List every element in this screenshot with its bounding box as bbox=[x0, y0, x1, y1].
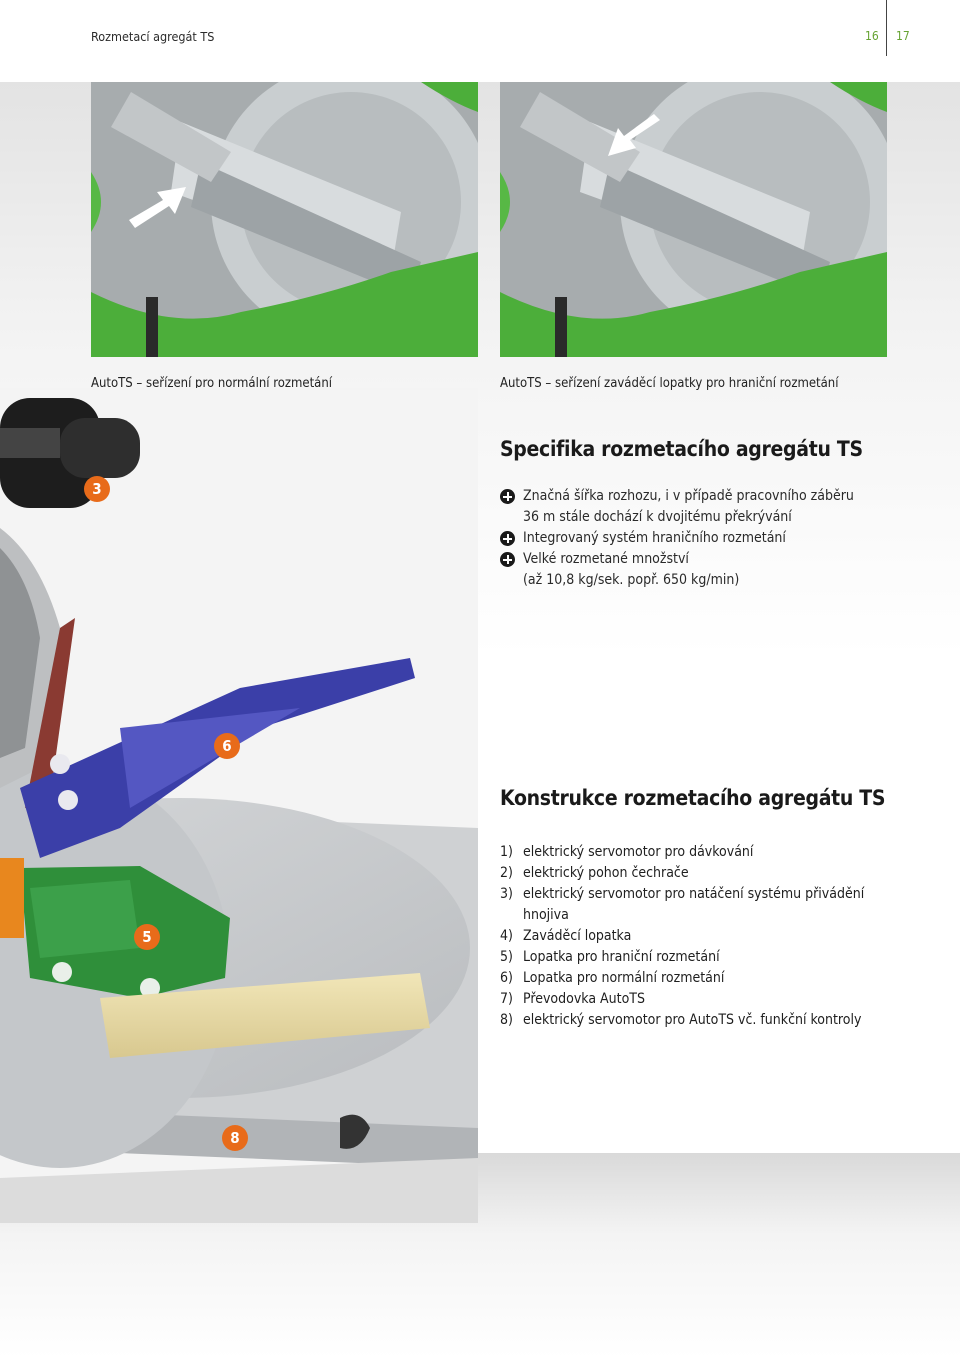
feature-item: Velké rozmetané množství (až 10,8 kg/sek… bbox=[500, 549, 920, 591]
callout-marker-5: 5 bbox=[134, 924, 160, 950]
part-item: 2)elektrický pohon čechrače bbox=[500, 865, 689, 881]
callout-marker-3: 3 bbox=[84, 476, 110, 502]
photo-caption-left: AutoTS – seřízení pro normální rozmetání bbox=[91, 376, 333, 391]
callout-marker-6: 6 bbox=[214, 733, 240, 759]
feature-item: Značná šířka rozhozu, i v případě pracov… bbox=[500, 486, 920, 528]
construction-heading: Konstrukce rozmetacího agregátu TS bbox=[500, 786, 886, 810]
plus-circle-icon bbox=[500, 531, 515, 546]
callout-marker-8: 8 bbox=[222, 1125, 248, 1151]
photo-boundary-spreading bbox=[500, 82, 887, 357]
photo-normal-spreading bbox=[91, 82, 478, 357]
arrow-up-right-icon bbox=[129, 187, 186, 228]
part-item: 4)Zaváděcí lopatka bbox=[500, 928, 632, 944]
features-list: Značná šířka rozhozu, i v případě pracov… bbox=[500, 486, 920, 591]
page-number-left: 16 bbox=[865, 29, 879, 43]
page-number-divider bbox=[886, 0, 887, 56]
specifics-heading: Specifika rozmetacího agregátu TS bbox=[500, 437, 863, 461]
photo-caption-right: AutoTS – seřízení zaváděcí lopatky pro h… bbox=[500, 376, 839, 391]
running-header-title: Rozmetací agregát TS bbox=[91, 29, 215, 44]
arrow-down-left-icon bbox=[608, 114, 660, 156]
plus-circle-icon bbox=[500, 489, 515, 504]
part-item: 5)Lopatka pro hraniční rozmetání bbox=[500, 949, 720, 965]
feature-item: Integrovaný systém hraničního rozmetání bbox=[500, 528, 920, 549]
part-item: 6)Lopatka pro normální rozmetání bbox=[500, 970, 725, 986]
part-item: 1)elektrický servomotor pro dávkování bbox=[500, 844, 754, 860]
page-number-right: 17 bbox=[896, 29, 910, 43]
part-item: 3)elektrický servomotor pro natáčení sys… bbox=[500, 886, 865, 923]
spreading-unit-illustration bbox=[0, 388, 478, 1223]
part-item: 8)elektrický servomotor pro AutoTS vč. f… bbox=[500, 1012, 862, 1028]
part-item: 7)Převodovka AutoTS bbox=[500, 991, 645, 1007]
parts-list: 1)elektrický servomotor pro dávkování 2)… bbox=[500, 842, 890, 1031]
plus-circle-icon bbox=[500, 552, 515, 567]
